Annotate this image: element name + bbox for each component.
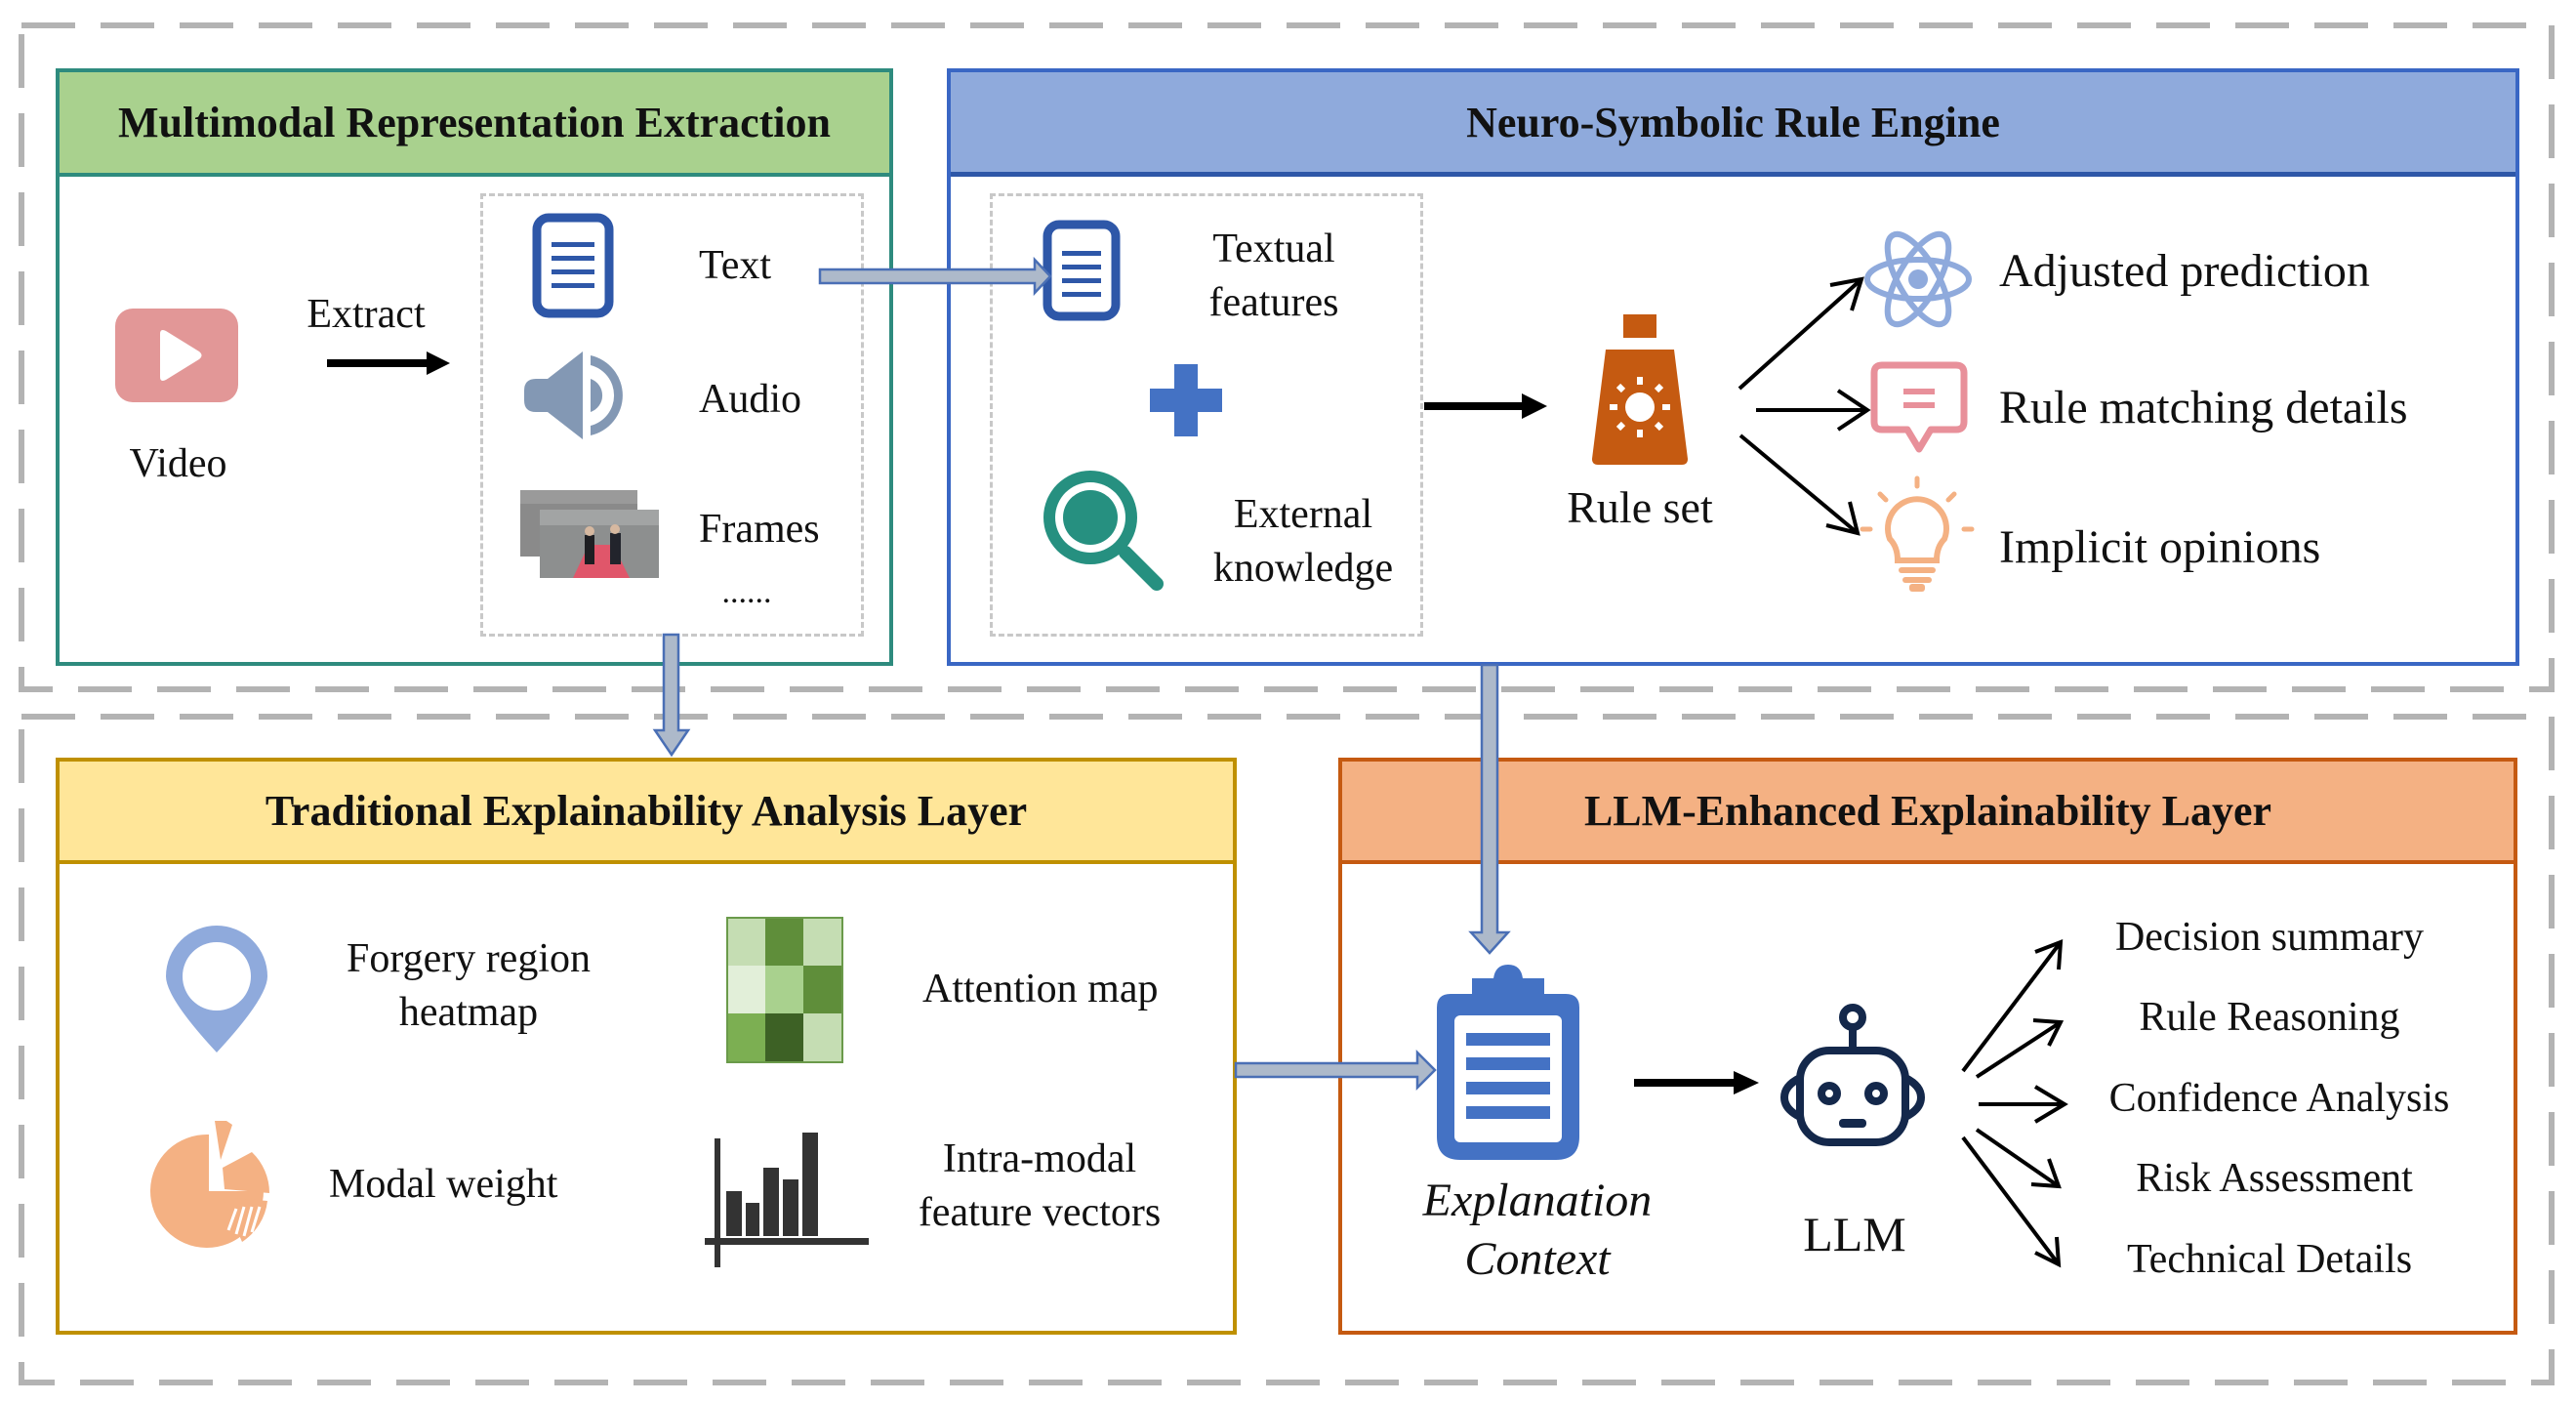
- modal-weight-label: Modal weight: [329, 1162, 558, 1207]
- chat-bubble-icon: [1870, 361, 1968, 453]
- attention-map-label: Attention map: [922, 967, 1159, 1011]
- extract-label: Extract: [307, 292, 426, 337]
- rule-inputs-group: [990, 193, 1423, 637]
- llm-panel-title: LLM-Enhanced Explainability Layer: [1583, 787, 2272, 835]
- intra-modal-label: Intra-modal feature vectors: [883, 1133, 1196, 1239]
- textual-features-label: Textual features: [1181, 223, 1367, 329]
- multimodal-panel-title: Multimodal Representation Extraction: [117, 99, 832, 146]
- explanation-context-label: Explanation Context: [1386, 1172, 1689, 1289]
- speaker-icon: [524, 351, 623, 439]
- forgery-heatmap-label: Forgery region heatmap: [307, 932, 630, 1039]
- neuro-symbolic-panel: Neuro-Symbolic Rule Engine: [947, 68, 2519, 666]
- rules-input-arrow: [1424, 393, 1547, 419]
- bottom-region-border: [19, 714, 2555, 1385]
- heatmap-grid-icon: [726, 917, 843, 1063]
- arrow-to-technical-details: [1961, 1135, 2061, 1266]
- pie-chart-icon: [150, 1121, 269, 1248]
- forgery-heatmap-line2: heatmap: [398, 989, 539, 1035]
- plus-icon: [1150, 364, 1222, 436]
- llm-output-confidence-analysis: Confidence Analysis: [2108, 1076, 2450, 1121]
- traditional-panel: Traditional Explainability Analysis Laye…: [56, 758, 1237, 1335]
- textual-features-document-icon: [1043, 220, 1121, 321]
- external-knowledge-label: External knowledge: [1196, 488, 1411, 595]
- explanation-context-line1: Explanation: [1422, 1175, 1653, 1226]
- arrow-to-implicit-opinions: [1738, 433, 1860, 535]
- bar: [726, 1191, 742, 1236]
- modalities-ellipsis: ......: [721, 574, 772, 610]
- video-label: Video: [129, 441, 227, 486]
- bar: [746, 1203, 759, 1236]
- arrow-to-decision-summary: [1961, 940, 2063, 1073]
- bar: [763, 1168, 779, 1236]
- arrow-to-risk-assessment: [1975, 1128, 2061, 1188]
- rule-set-label: Rule set: [1567, 482, 1713, 532]
- neuro-symbolic-panel-header: Neuro-Symbolic Rule Engine: [951, 72, 2515, 177]
- bar-chart-icon: [705, 1133, 869, 1267]
- bar: [783, 1179, 798, 1236]
- external-knowledge-line2: knowledge: [1212, 545, 1394, 591]
- traditional-panel-title: Traditional Explainability Analysis Laye…: [265, 787, 1028, 835]
- intra-modal-line1: Intra-modal: [942, 1136, 1137, 1181]
- output-rule-matching-details: Rule matching details: [1999, 382, 2408, 433]
- heatmap-cell: [803, 1013, 842, 1062]
- modality-label-text: Text: [699, 243, 772, 288]
- heatmap-cell: [765, 1013, 803, 1062]
- neuro-symbolic-panel-title: Neuro-Symbolic Rule Engine: [1466, 98, 2000, 146]
- heatmap-cell: [727, 1013, 765, 1062]
- heatmap-cell: [803, 918, 842, 966]
- robot-icon: [1779, 1004, 1926, 1146]
- atom-icon: [1864, 230, 1972, 328]
- top-region-border: [19, 22, 2555, 692]
- heatmap-cell: [727, 918, 765, 966]
- forgery-heatmap-line1: Forgery region: [346, 936, 591, 981]
- llm-output-technical-details: Technical Details: [2126, 1237, 2413, 1282]
- heatmap-cell: [765, 966, 803, 1013]
- extract-arrow: [327, 351, 450, 375]
- textual-features-line2: features: [1208, 279, 1339, 325]
- llm-output-decision-summary: Decision summary: [2114, 915, 2425, 960]
- output-implicit-opinions: Implicit opinions: [1999, 521, 2321, 573]
- document-icon: [532, 213, 614, 318]
- llm-output-rule-reasoning: Rule Reasoning: [2139, 995, 2400, 1040]
- llm-label: LLM: [1803, 1207, 1906, 1261]
- video-play-icon: [115, 309, 238, 402]
- bar: [802, 1133, 818, 1236]
- intra-modal-line2: feature vectors: [918, 1189, 1162, 1235]
- lightbulb-icon: [1860, 475, 1975, 592]
- explanation-context-line2: Context: [1464, 1233, 1611, 1285]
- arrow-to-rule-reasoning: [1975, 1020, 2063, 1079]
- external-knowledge-line1: External: [1233, 492, 1373, 537]
- context-to-llm-arrow: [1634, 1071, 1759, 1094]
- location-pin-icon: [166, 926, 267, 1052]
- traditional-panel-header: Traditional Explainability Analysis Laye…: [60, 762, 1233, 864]
- rule-output-arrows: [1738, 276, 1871, 536]
- llm-output-risk-assessment: Risk Assessment: [2136, 1156, 2413, 1201]
- textual-features-line1: Textual: [1212, 227, 1335, 271]
- rule-set-icon: [1592, 314, 1688, 465]
- clipboard-icon: [1437, 965, 1579, 1160]
- modality-label-frames: Frames: [699, 507, 820, 552]
- heatmap-cell: [727, 966, 765, 1013]
- video-frames-thumbnail: [520, 490, 659, 578]
- heatmap-cell: [765, 918, 803, 966]
- llm-output-arrows: [1961, 939, 2068, 1268]
- multimodal-panel-header: Multimodal Representation Extraction: [60, 72, 889, 177]
- modality-label-audio: Audio: [699, 377, 801, 422]
- output-adjusted-prediction: Adjusted prediction: [1999, 245, 2370, 297]
- arrow-to-adjusted-prediction: [1738, 277, 1863, 391]
- llm-panel-header: LLM-Enhanced Explainability Layer: [1342, 762, 2514, 864]
- magnifier-icon: [1043, 471, 1164, 591]
- heatmap-cell: [803, 966, 842, 1013]
